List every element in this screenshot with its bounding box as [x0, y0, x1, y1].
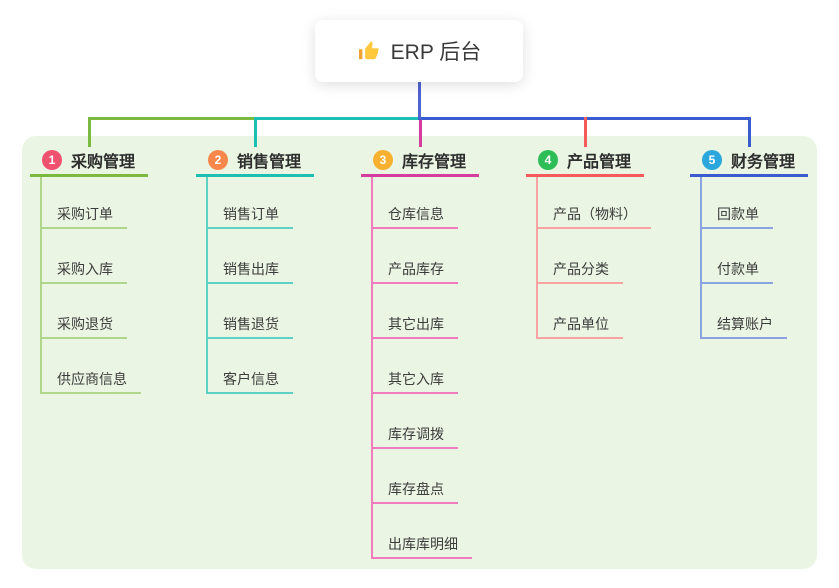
branches-panel [22, 136, 817, 569]
mindmap-node[interactable]: 产品分类 [536, 254, 623, 284]
branch-title: 销售管理 [237, 153, 302, 171]
branch-header[interactable]: 2 销售管理 [196, 145, 314, 177]
connector-drop-branch-4 [584, 117, 587, 147]
mindmap-node[interactable]: 仓库信息 [371, 199, 458, 229]
mindmap-node[interactable]: 回款单 [700, 199, 773, 229]
mindmap-node[interactable]: 库存调拨 [371, 419, 458, 449]
branch-trunk-line [206, 177, 208, 394]
mindmap-node[interactable]: 产品单位 [536, 309, 623, 339]
branch-index-badge: 5 [702, 149, 722, 170]
branch-index-badge: 3 [373, 149, 393, 170]
root-label: ERP 后台 [390, 41, 482, 64]
mindmap-node[interactable]: 采购退货 [40, 309, 127, 339]
mindmap-node[interactable]: 采购入库 [40, 254, 127, 284]
mindmap-node[interactable]: 其它出库 [371, 309, 458, 339]
mindmap-node[interactable]: 结算账户 [700, 309, 787, 339]
root-node[interactable]: ERP 后台 [315, 20, 523, 82]
branch-header[interactable]: 4 产品管理 [526, 145, 644, 177]
mindmap-node[interactable]: 客户信息 [206, 364, 293, 394]
mindmap-node[interactable]: 产品库存 [371, 254, 458, 284]
branch-title: 库存管理 [402, 153, 467, 171]
branch-index-badge: 1 [42, 149, 62, 170]
root-connector-stem [418, 82, 421, 119]
branch-trunk-line [40, 177, 42, 394]
mindmap-node[interactable]: 出库库明细 [371, 529, 472, 559]
mindmap-node[interactable]: 其它入库 [371, 364, 458, 394]
branch-header[interactable]: 5 财务管理 [690, 145, 808, 177]
mindmap-node[interactable]: 付款单 [700, 254, 773, 284]
mindmap-node[interactable]: 销售出库 [206, 254, 293, 284]
mindmap-node[interactable]: 销售订单 [206, 199, 293, 229]
thumbs-up-icon [357, 39, 381, 63]
mindmap-node[interactable]: 供应商信息 [40, 364, 141, 394]
branch-title: 产品管理 [567, 153, 632, 171]
mindmap-node[interactable]: 产品（物料） [536, 199, 651, 229]
mindmap-node[interactable]: 库存盘点 [371, 474, 458, 504]
mindmap-node[interactable]: 采购订单 [40, 199, 127, 229]
branch-header[interactable]: 1 采购管理 [30, 145, 148, 177]
branch-trunk-line [700, 177, 702, 339]
connector-drop-branch-1 [88, 117, 91, 147]
branch-trunk-line [371, 177, 373, 559]
mindmap-node[interactable]: 销售退货 [206, 309, 293, 339]
branch-title: 采购管理 [71, 153, 136, 171]
branch-index-badge: 2 [208, 149, 228, 170]
branch-index-badge: 4 [538, 149, 558, 170]
connector-drop-branch-5 [748, 117, 751, 147]
branch-title: 财务管理 [731, 153, 796, 171]
connector-drop-branch-3 [419, 120, 422, 147]
connector-horizontal-branch-2 [254, 117, 421, 120]
branch-trunk-line [536, 177, 538, 339]
connector-drop-branch-2 [254, 117, 257, 147]
branch-header[interactable]: 3 库存管理 [361, 145, 479, 177]
